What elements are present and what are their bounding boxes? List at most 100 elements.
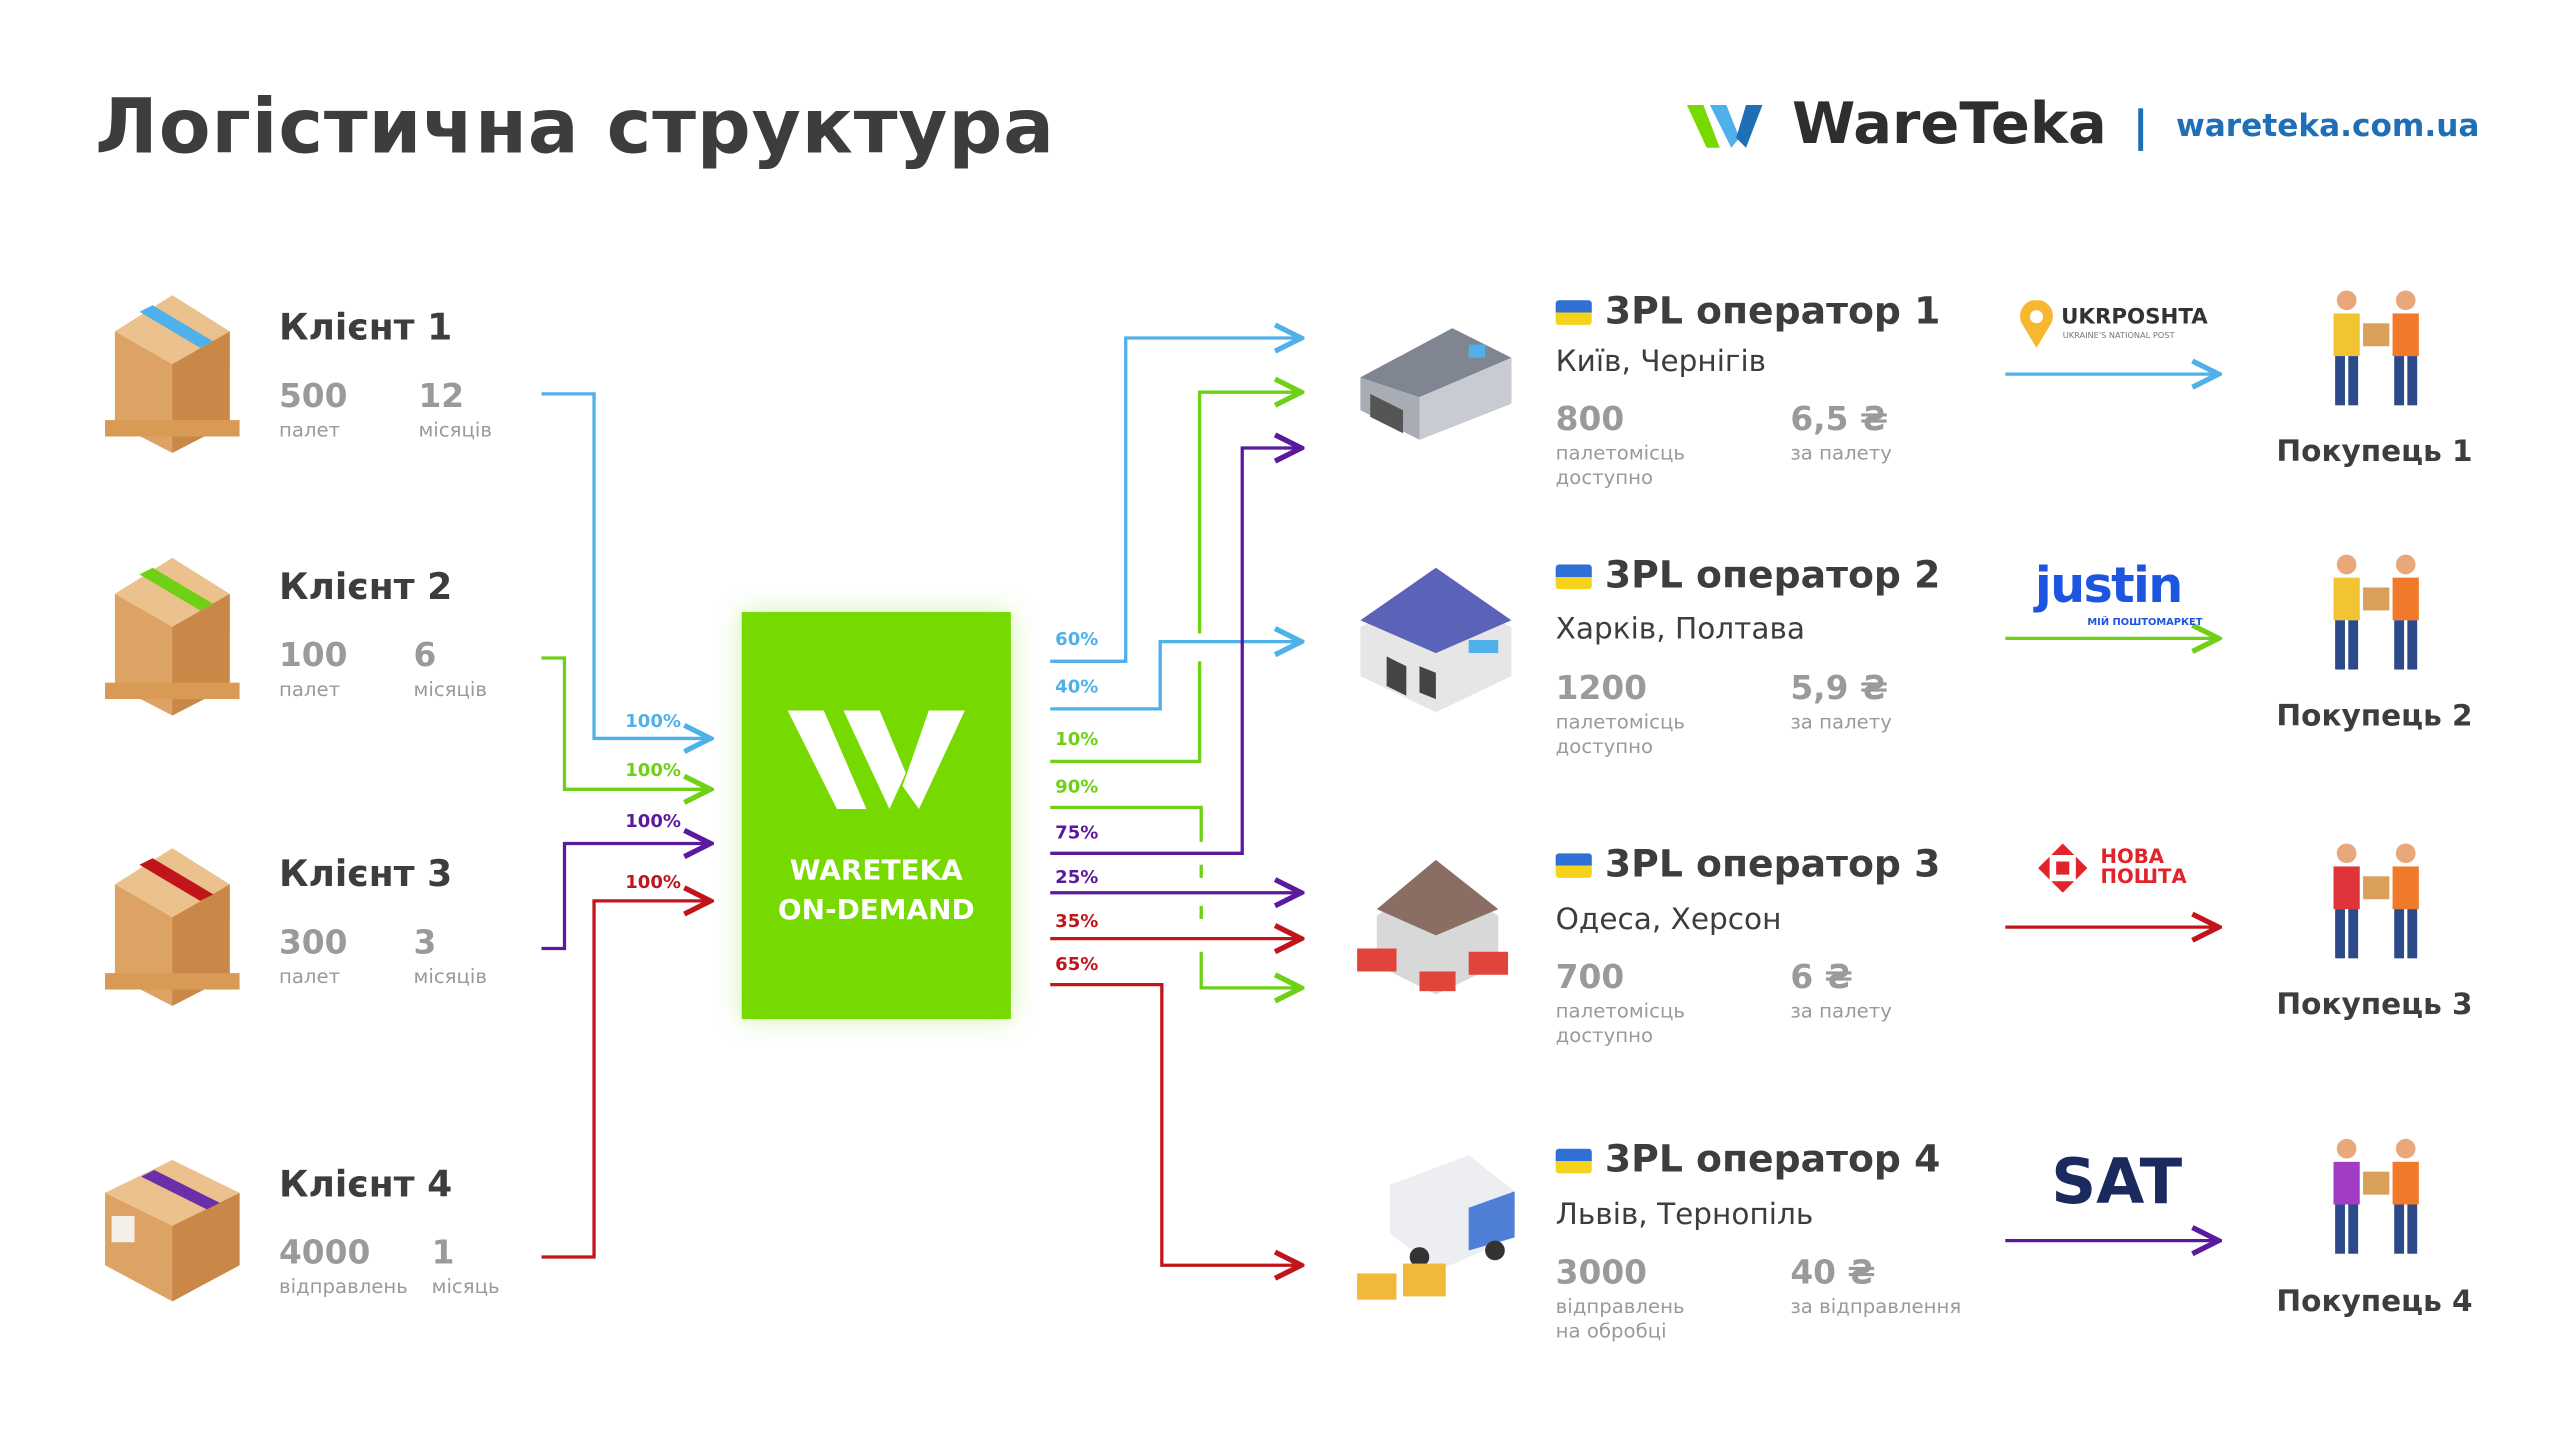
client-volume: 100 (278, 635, 348, 675)
buyer-label: Покупець 2 (2276, 699, 2473, 734)
flow-client1 (541, 392, 711, 739)
wareteka-hub: WARETEKA ON-DEMAND (741, 612, 1011, 1020)
warehouse-icon (1354, 850, 1518, 1008)
brand-name: WareTeka (1791, 91, 2107, 158)
split-label: 40% (1055, 676, 1099, 698)
client-name: Клієнт 2 (278, 567, 453, 609)
hub-title: WARETEKA (789, 854, 963, 888)
split-label: 65% (1055, 953, 1099, 975)
client-3-box-icon (98, 845, 246, 1016)
split-label: 10% (1055, 728, 1099, 750)
ukraine-flag-icon (1555, 853, 1592, 878)
client-1-box-icon (98, 292, 246, 463)
operator-title: 3PL оператор 2 (1555, 555, 1940, 597)
warehouse-icon (1354, 561, 1518, 719)
client-term-unit: місяців (413, 677, 488, 701)
courier-handover-icon (2327, 1136, 2429, 1264)
courier-handover-icon (2327, 840, 2429, 968)
share-label: 100% (625, 810, 681, 832)
hub-subtitle: ON-DEMAND (777, 894, 975, 928)
client-name: Клієнт 1 (278, 308, 453, 350)
operator-cities: Одеса, Херсон (1555, 902, 1782, 938)
capacity-status: доступно (1555, 466, 1654, 490)
page-title: Логістична структура (95, 82, 1055, 171)
price-unit: за палету (1790, 999, 1892, 1023)
client-name: Клієнт 3 (278, 854, 453, 896)
ukraine-flag-icon (1555, 564, 1592, 590)
website-link[interactable]: wareteka.com.ua (2175, 108, 2480, 145)
flow-65 (1050, 982, 1301, 1266)
wareteka-logo-icon (787, 710, 965, 810)
price-unit: за відправлення (1790, 1294, 1962, 1318)
courier-handover-icon (2327, 551, 2429, 679)
client-term-unit: місяців (413, 964, 488, 988)
operator-capacity: 1200 (1555, 667, 1648, 708)
operator-title: 3PL оператор 3 (1555, 843, 1940, 886)
client-volume-unit: палет (278, 964, 341, 988)
client-term: 3 (413, 922, 437, 962)
operator-capacity: 700 (1555, 956, 1625, 997)
location-pin-icon (2020, 300, 2053, 348)
operator-price: 5,9 ₴ (1790, 667, 1889, 708)
flow-60 (1050, 338, 1301, 663)
share-label: 100% (625, 871, 681, 893)
operator-cities: Харків, Полтава (1555, 612, 1805, 647)
flow-40 (1050, 642, 1301, 711)
capacity-unit: палетомісць (1555, 441, 1685, 465)
client-term: 1 (431, 1232, 455, 1272)
split-label: 75% (1055, 822, 1099, 844)
ukraine-flag-icon (1555, 1148, 1592, 1174)
buyer-label: Покупець 1 (2276, 434, 2473, 470)
price-unit: за палету (1790, 710, 1892, 734)
share-label: 100% (625, 710, 681, 732)
split-label: 90% (1055, 776, 1099, 798)
client-term-unit: місяць (431, 1275, 500, 1299)
justin-logo: justin МІЙ ПОШТОМАРКЕТ (2034, 557, 2203, 629)
split-label: 35% (1055, 910, 1099, 933)
buyer-label: Покупець 3 (2276, 987, 2473, 1023)
operator-capacity: 3000 (1555, 1252, 1648, 1292)
operator-title: 3PL оператор 1 (1555, 290, 1940, 333)
split-label: 25% (1055, 866, 1099, 888)
ukraine-flag-icon (1555, 300, 1592, 325)
operator-cities: Київ, Чернігів (1555, 344, 1767, 380)
capacity-unit: палетомісць (1555, 710, 1685, 734)
client-term-unit: місяців (418, 418, 492, 442)
client-volume-unit: палет (278, 418, 341, 442)
courier-handover-icon (2327, 287, 2429, 415)
sat-logo: SAT (2051, 1145, 2183, 1218)
flow-90 (1050, 805, 1301, 988)
flow-client4 (541, 901, 711, 1259)
flow-10 (1050, 392, 1301, 764)
client-volume: 4000 (278, 1232, 371, 1272)
operator-price: 6,5 ₴ (1790, 398, 1889, 439)
delivery-van-icon (1354, 1149, 1518, 1320)
operator-price: 6 ₴ (1790, 956, 1853, 997)
client-volume: 300 (278, 922, 348, 962)
wareteka-logo-icon (1686, 105, 1763, 148)
nova-poshta-icon (2038, 843, 2088, 893)
operator-cities: Львів, Тернопіль (1555, 1197, 1814, 1233)
client-volume-unit: відправлень (278, 1275, 408, 1299)
operator-capacity: 800 (1555, 398, 1625, 439)
split-label: 60% (1055, 628, 1099, 650)
capacity-unit: відправлень (1555, 1294, 1685, 1318)
price-unit: за палету (1790, 441, 1892, 465)
capacity-status: доступно (1555, 735, 1654, 759)
operator-title: 3PL оператор 4 (1555, 1139, 1940, 1182)
capacity-unit: палетомісць (1555, 999, 1685, 1023)
share-label: 100% (625, 759, 681, 782)
client-volume: 500 (278, 375, 348, 416)
flow-client2 (541, 656, 711, 789)
client-term: 12 (418, 375, 465, 416)
flow-client3 (541, 843, 711, 951)
client-name: Клієнт 4 (278, 1165, 453, 1207)
client-4-parcel-icon (98, 1157, 246, 1311)
warehouse-icon (1354, 312, 1518, 450)
capacity-status: доступно (1555, 1023, 1654, 1047)
flow-75 (1050, 448, 1301, 855)
client-term: 6 (413, 635, 437, 675)
client-2-box-icon (98, 555, 246, 726)
